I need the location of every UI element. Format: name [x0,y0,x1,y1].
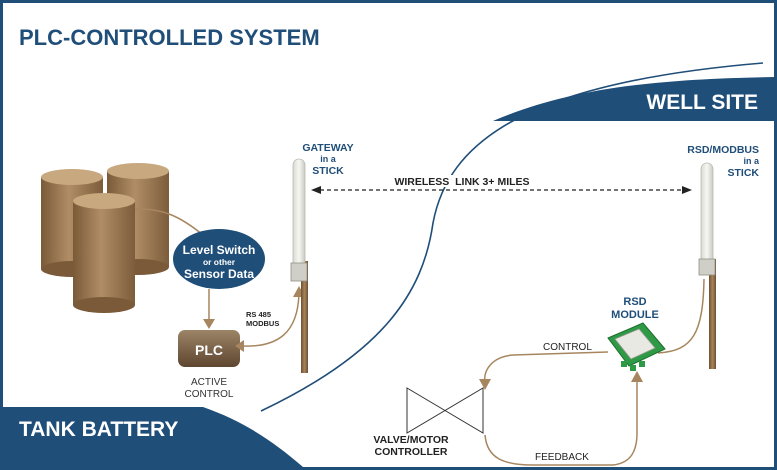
sensor-ellipse [173,229,265,289]
tank-battery-label: TANK BATTERY [19,418,178,441]
rsd-module-chip [614,328,656,360]
feedback-line [484,375,638,466]
module-antenna-link [657,278,705,354]
rsd-antenna [698,162,716,369]
sensor-label-line3: Sensor Data [184,267,254,281]
arrow-right-icon [682,186,692,194]
tank-battery-banner [3,407,303,467]
valve-icon [406,387,484,434]
tank-group [41,163,169,313]
gateway-mount [290,262,308,282]
valve-label-line1: VALVE/MOTOR [373,434,449,446]
gateway-label-line3: STICK [312,165,344,177]
plc-caption-line1: ACTIVE [191,377,227,388]
well-site-banner [493,77,774,121]
plc-gateway-link [239,292,300,347]
rsd-module [607,322,666,371]
wireless-label-bg [361,175,563,187]
sensor-label-line2: or other [203,257,236,267]
arrow-left-icon [235,340,244,352]
plc-node: PLC ACTIVE CONTROL [178,330,240,400]
plc-label: PLC [195,342,223,358]
terminal-icon [639,361,645,367]
rsd-radome [700,162,714,268]
valve-label-line2: CONTROLLER [375,446,448,458]
plc-box [178,330,240,367]
feedback-label: FEEDBACK [535,452,589,463]
page-title: PLC-CONTROLLED SYSTEM [19,25,320,50]
arrow-left-icon [311,186,321,194]
rs485-label-line1: RS 485 [246,310,271,319]
well-site-label: WELL SITE [646,91,758,114]
tank-sensor-link [134,208,204,236]
rsd-module-label-line1: RSD [623,296,646,308]
rsd-mount [698,258,716,276]
arrow-down-icon [203,319,215,329]
gateway-radome [292,158,306,268]
control-line [483,351,609,384]
gateway-label-line1: GATEWAY [302,142,353,154]
rsd-module-label-line2: MODULE [611,309,659,321]
gateway-pole [301,261,308,373]
rsd-modbus-label-line2: in a [743,156,759,166]
system-diagram: PLC-CONTROLLED SYSTEM WELL SITE TANK BAT… [3,25,774,467]
rs485-label-line2: MODBUS [246,319,279,328]
sensor-node: Level Switch or other Sensor Data [173,229,265,289]
terminal-icon [630,365,636,371]
rsd-pole [709,259,716,369]
control-label: CONTROL [543,342,592,353]
plc-caption-line2: CONTROL [185,389,234,400]
gateway-antenna [290,158,308,373]
arrow-up-icon [631,371,643,382]
rsd-modbus-label-line1: RSD/MODBUS [687,144,759,156]
wireless-link-label: WIRELESS LINK 3+ MILES [394,176,529,188]
tank-icon [73,193,135,313]
gateway-label-line2: in a [320,154,336,164]
site-divider-curve [260,62,764,412]
terminal-icon [621,361,627,367]
arrow-down-icon [479,379,491,390]
sensor-label-line1: Level Switch [183,243,256,257]
rsd-modbus-label-line3: STICK [728,167,760,179]
